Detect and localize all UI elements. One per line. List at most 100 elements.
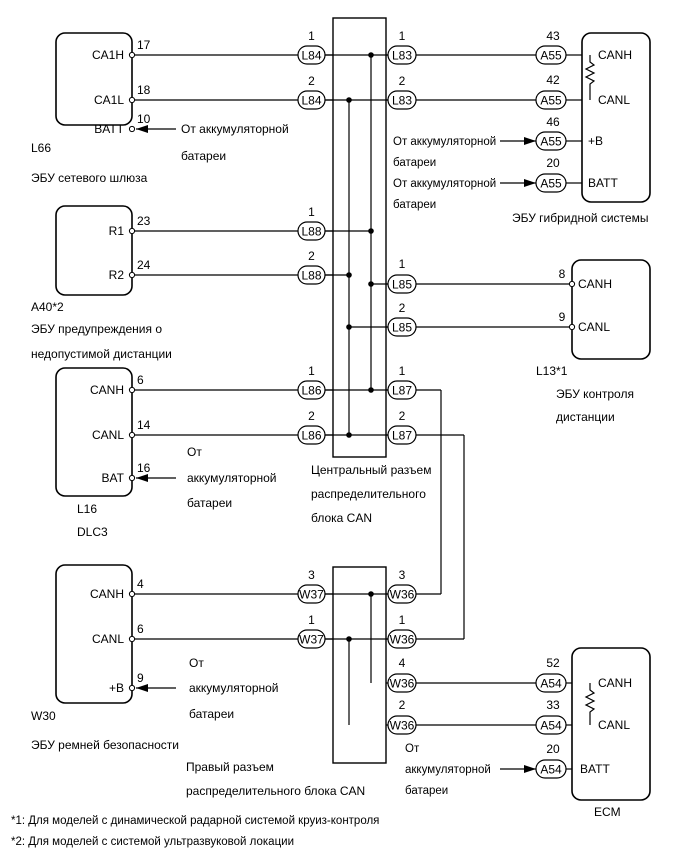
pin-label: R2 bbox=[109, 268, 125, 282]
right-block-caption: распределительного блока CAN bbox=[186, 784, 365, 798]
pin-number: 2 bbox=[308, 409, 315, 423]
connector-l88-1: L88 bbox=[301, 225, 321, 239]
ecu-name: ECM bbox=[594, 805, 621, 819]
pin-number: 3 bbox=[308, 568, 315, 582]
pin-terminals bbox=[128, 51, 576, 692]
ecm-termination-resistor bbox=[584, 683, 596, 725]
ecu-l66-box bbox=[55, 32, 133, 126]
pin-label: BATT bbox=[580, 762, 610, 776]
connector-l88-2: L88 bbox=[301, 269, 321, 283]
pin-number: 4 bbox=[137, 577, 144, 591]
battery-label: От аккумуляторной bbox=[393, 136, 496, 148]
pin-label: CANL bbox=[598, 718, 630, 732]
connector-a55: A55 bbox=[540, 135, 562, 149]
battery-label: батареи bbox=[189, 707, 234, 721]
pin-number: 1 bbox=[308, 364, 315, 378]
battery-label: аккумуляторной bbox=[187, 471, 277, 485]
pin-label: CANL bbox=[578, 320, 610, 334]
ecu-name: ЭБУ гибридной системы bbox=[512, 211, 648, 225]
battery-label: аккумуляторной bbox=[405, 764, 491, 776]
pin-number: 1 bbox=[399, 257, 406, 271]
pin-number: 1 bbox=[308, 29, 315, 43]
pin-number: 33 bbox=[546, 698, 560, 712]
ecu-code: L66 bbox=[31, 141, 51, 155]
pin-number: 20 bbox=[546, 156, 560, 170]
footnote-1: *1: Для моделей с динамической радарной … bbox=[11, 815, 379, 827]
connector-l87-1: L87 bbox=[392, 384, 412, 398]
junction-dots bbox=[346, 52, 374, 642]
pin-label: CANL bbox=[92, 632, 124, 646]
connector-w37-1: W37 bbox=[299, 633, 324, 647]
ecu-name: ЭБУ сетевого шлюза bbox=[31, 171, 148, 185]
pin-label: BATT bbox=[94, 122, 124, 136]
pin-number: 2 bbox=[399, 409, 406, 423]
pin-number: 1 bbox=[308, 205, 315, 219]
pin-number: 3 bbox=[399, 568, 406, 582]
pin-number: 43 bbox=[546, 29, 560, 43]
connector-l83-2: L83 bbox=[392, 94, 412, 108]
battery-label: От bbox=[189, 656, 204, 670]
connector-a55: A55 bbox=[540, 94, 562, 108]
pin-label: CANL bbox=[598, 93, 630, 107]
battery-label: батареи bbox=[187, 496, 232, 510]
pin-label: CANH bbox=[578, 277, 612, 291]
pin-number: 2 bbox=[399, 698, 406, 712]
pin-number: 9 bbox=[559, 310, 566, 324]
ecu-code: L13*1 bbox=[536, 364, 568, 378]
right-block-caption: Правый разъем bbox=[186, 760, 274, 774]
ecu-name: дистанции bbox=[556, 410, 615, 424]
pin-number: 20 bbox=[546, 742, 560, 756]
central-can-junction-block bbox=[332, 17, 387, 458]
pin-number: 2 bbox=[399, 301, 406, 315]
ecu-code: L16 bbox=[77, 502, 97, 516]
ecu-name: ЭБУ ремней безопасности bbox=[31, 738, 179, 752]
pin-number: 24 bbox=[137, 258, 151, 272]
pin-label: BATT bbox=[588, 176, 618, 190]
connector-l85-2: L85 bbox=[392, 321, 412, 335]
connector-w36-1: W36 bbox=[390, 633, 415, 647]
pin-number: 1 bbox=[399, 29, 406, 43]
connector-w36-4: W36 bbox=[390, 677, 415, 691]
hybrid-termination-resistor bbox=[584, 55, 596, 100]
ecu-code: A40*2 bbox=[31, 300, 64, 314]
pin-number: 2 bbox=[308, 74, 315, 88]
central-right-connectors: L83 1 L83 2 L85 1 L85 2 L87 1 L87 2 bbox=[387, 29, 417, 445]
connector-a54: A54 bbox=[540, 719, 562, 733]
pin-number: 17 bbox=[137, 38, 151, 52]
pin-number: 10 bbox=[137, 112, 151, 126]
central-left-connectors: L84 1 L84 2 L88 1 L88 2 L86 1 L86 2 bbox=[297, 29, 326, 445]
pin-number: 1 bbox=[399, 613, 406, 627]
pin-label: CA1H bbox=[92, 48, 124, 62]
pin-number: 1 bbox=[308, 613, 315, 627]
connector-l84-2: L84 bbox=[301, 94, 321, 108]
block-internal-wires bbox=[325, 54, 388, 725]
battery-arrows bbox=[136, 125, 536, 773]
battery-label: От аккумуляторной bbox=[393, 178, 496, 190]
ecu-name: ЭБУ контроля bbox=[556, 387, 634, 401]
battery-label: батареи bbox=[393, 157, 436, 169]
right-block-connectors: W37 3 W37 1 W36 3 W36 1 W36 4 W36 2 bbox=[297, 568, 417, 735]
connector-l85-1: L85 bbox=[392, 278, 412, 292]
pin-number: 46 bbox=[546, 115, 560, 129]
battery-label: батареи bbox=[405, 785, 448, 797]
ecu-l13-box bbox=[571, 259, 651, 360]
battery-label: От аккумуляторной bbox=[181, 122, 289, 136]
pin-label: +B bbox=[588, 134, 603, 148]
battery-label: От bbox=[187, 445, 202, 459]
ecu-name: недопустимой дистанции bbox=[31, 347, 172, 361]
pin-number: 2 bbox=[399, 74, 406, 88]
pin-label: +B bbox=[109, 681, 124, 695]
central-block-caption: блока CAN bbox=[311, 511, 372, 525]
ecu-name: DLC3 bbox=[77, 525, 108, 539]
pin-label: CANH bbox=[90, 383, 124, 397]
battery-label: аккумуляторной bbox=[189, 681, 279, 695]
pin-number: 6 bbox=[137, 373, 144, 387]
connector-l87-2: L87 bbox=[392, 429, 412, 443]
pin-number: 1 bbox=[399, 364, 406, 378]
ecu-a40-box bbox=[55, 205, 133, 296]
right-can-junction-block bbox=[332, 566, 387, 764]
ecu-w30-box bbox=[55, 564, 133, 704]
pin-number: 18 bbox=[137, 83, 151, 97]
pin-label: CANH bbox=[598, 676, 632, 690]
